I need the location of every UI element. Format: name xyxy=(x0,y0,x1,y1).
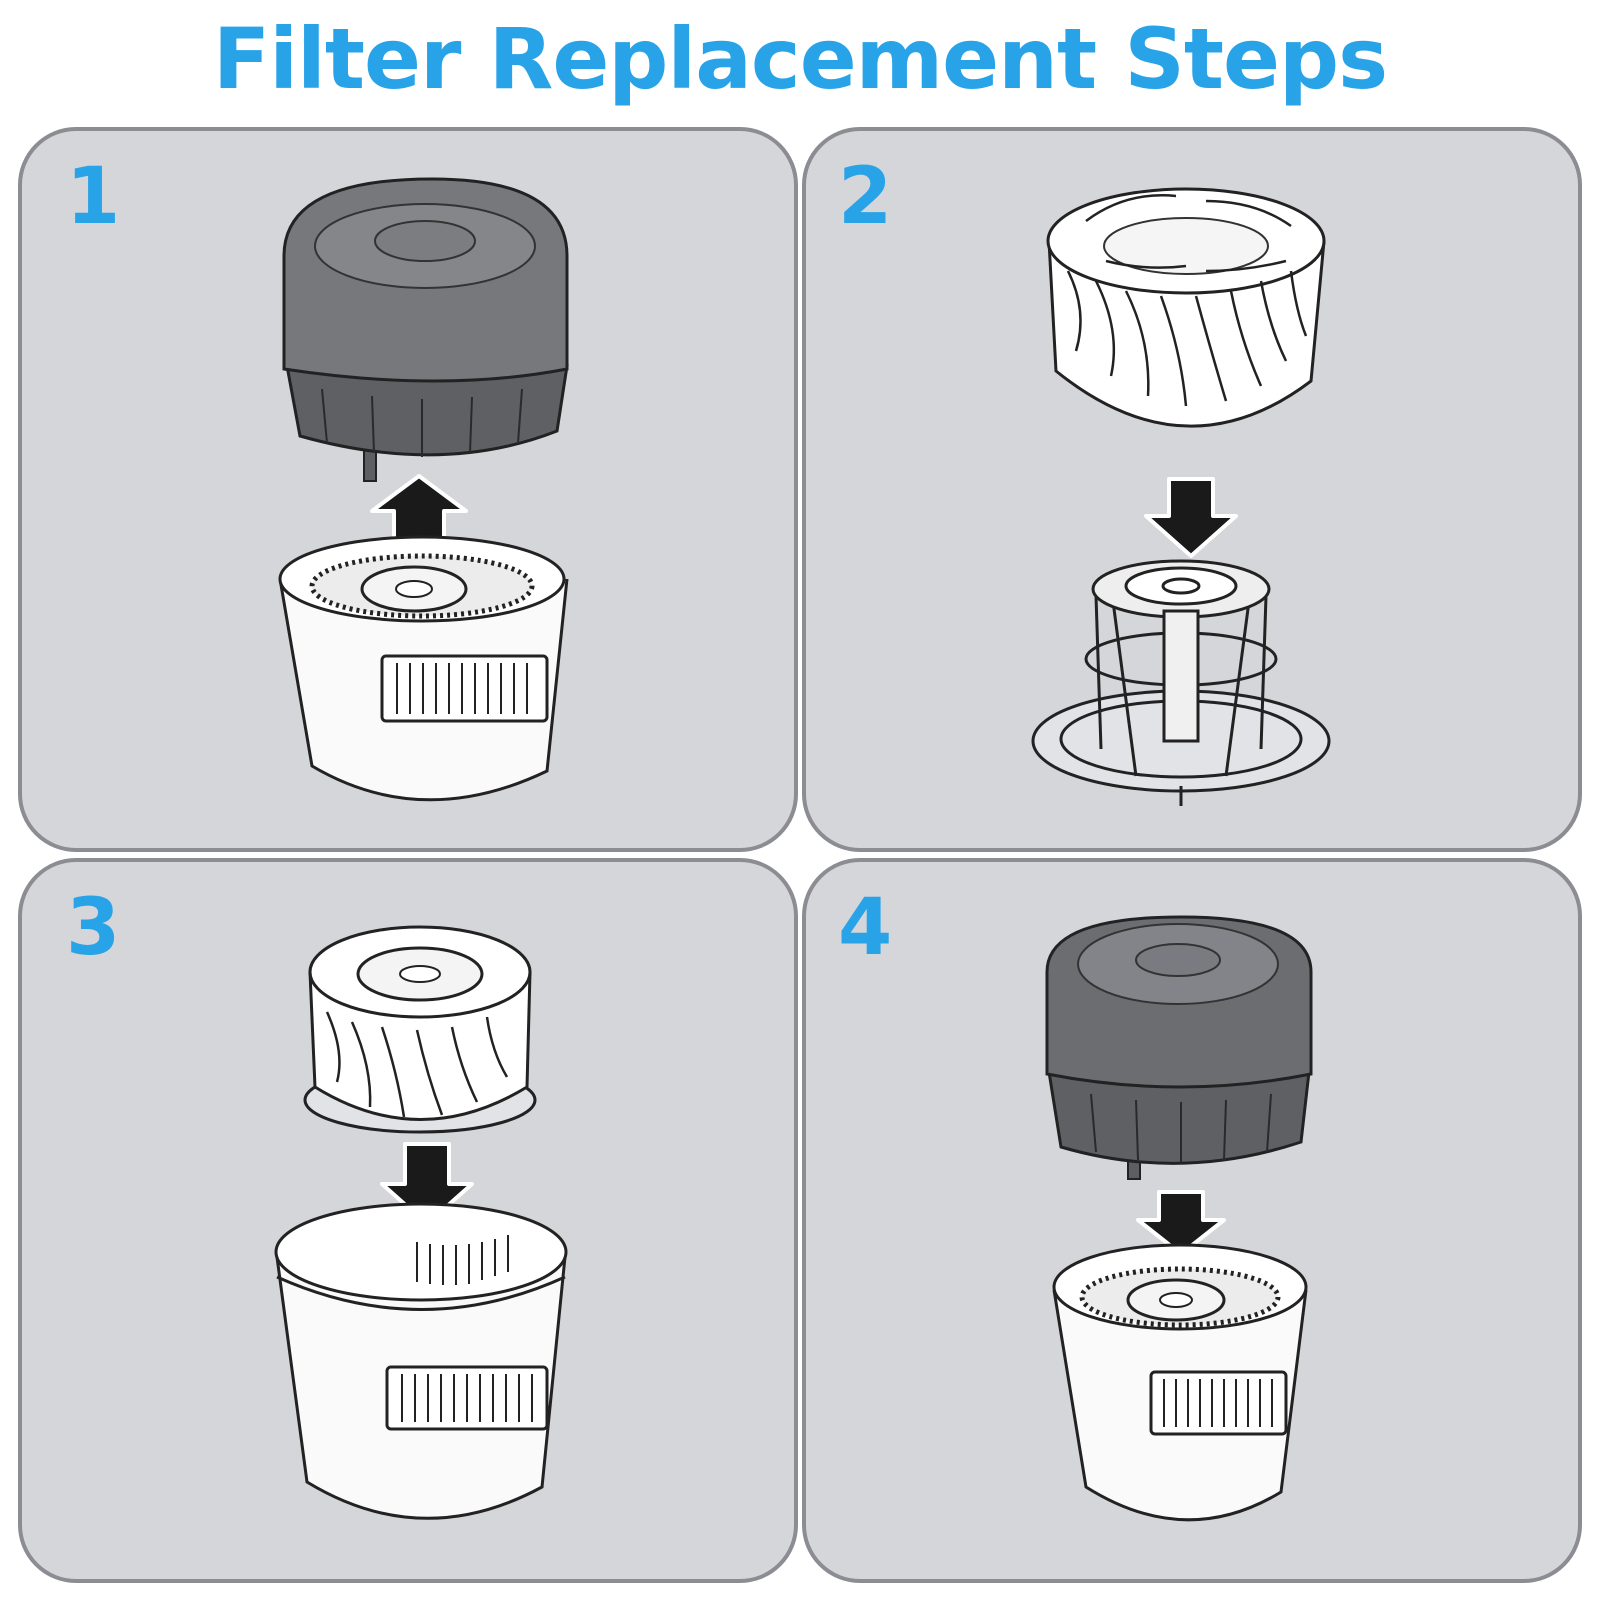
filter-sponge xyxy=(1046,187,1326,428)
filter-frame xyxy=(1031,559,1331,806)
step-2-number: 2 xyxy=(838,152,893,242)
cap-replace-icon xyxy=(1045,915,1313,1522)
step-4-panel: 4 xyxy=(802,858,1582,1583)
filter-housing xyxy=(278,535,569,802)
filter-housing xyxy=(1052,1243,1308,1522)
filter-housing xyxy=(274,1202,568,1520)
page-title: Filter Replacement Steps xyxy=(212,10,1388,108)
step-1-panel: 1 xyxy=(18,127,798,852)
filter-onto-frame-icon xyxy=(1031,187,1331,806)
cap-lift-off-icon xyxy=(278,177,569,802)
filter-cap xyxy=(282,177,569,482)
filter-cap xyxy=(1045,915,1313,1180)
arrow-down-icon xyxy=(1136,1190,1226,1256)
filter-into-housing-icon xyxy=(274,925,568,1520)
arrow-down-icon xyxy=(1144,477,1238,558)
step-3-panel: 3 xyxy=(18,858,798,1583)
step-1-number: 1 xyxy=(66,152,121,242)
filter-assembly xyxy=(303,925,537,1134)
step-3-number: 3 xyxy=(66,883,121,973)
step-2-panel: 2 xyxy=(802,127,1582,852)
step-4-number: 4 xyxy=(838,883,893,973)
